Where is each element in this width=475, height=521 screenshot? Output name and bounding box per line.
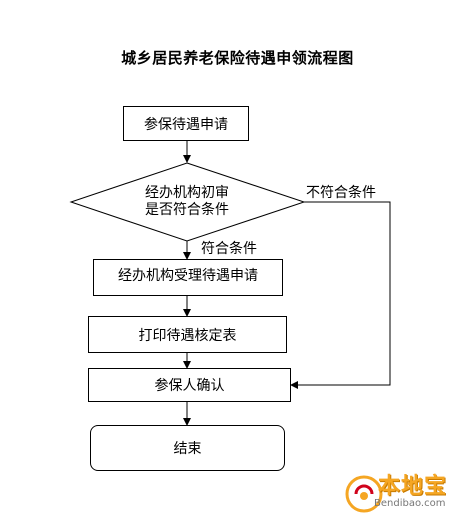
node-end-label: 结束 xyxy=(173,441,202,457)
node-confirm: 参保人确认 xyxy=(88,368,291,402)
node-review-line1: 经办机构初审 xyxy=(145,185,229,201)
arrow-not-eligible-path xyxy=(290,201,391,389)
edge-label-eligible: 符合条件 xyxy=(201,241,257,257)
watermark-url: Bendibao.com xyxy=(374,498,446,509)
node-confirm-label: 参保人确认 xyxy=(154,378,225,394)
node-end: 结束 xyxy=(90,425,285,471)
node-apply-label: 参保待遇申请 xyxy=(144,116,228,133)
node-accept-label: 经办机构受理待遇申请 xyxy=(118,268,258,284)
edge-label-not-eligible: 不符合条件 xyxy=(306,185,376,201)
watermark-brand: 本地宝 xyxy=(378,474,448,499)
bendibao-logo-icon xyxy=(345,475,383,513)
node-review-label: 经办机构初审 是否符合条件 xyxy=(117,185,257,219)
node-review-line2: 是否符合条件 xyxy=(145,202,229,218)
node-print-label: 打印待遇核定表 xyxy=(138,327,237,344)
bendibao-watermark: 本地宝 Bendibao.com xyxy=(344,466,470,518)
node-apply: 参保待遇申请 xyxy=(123,106,249,141)
node-print: 打印待遇核定表 xyxy=(88,316,287,353)
node-accept: 经办机构受理待遇申请 xyxy=(93,259,283,296)
flowchart-title: 城乡居民养老保险待遇申领流程图 xyxy=(121,49,354,67)
